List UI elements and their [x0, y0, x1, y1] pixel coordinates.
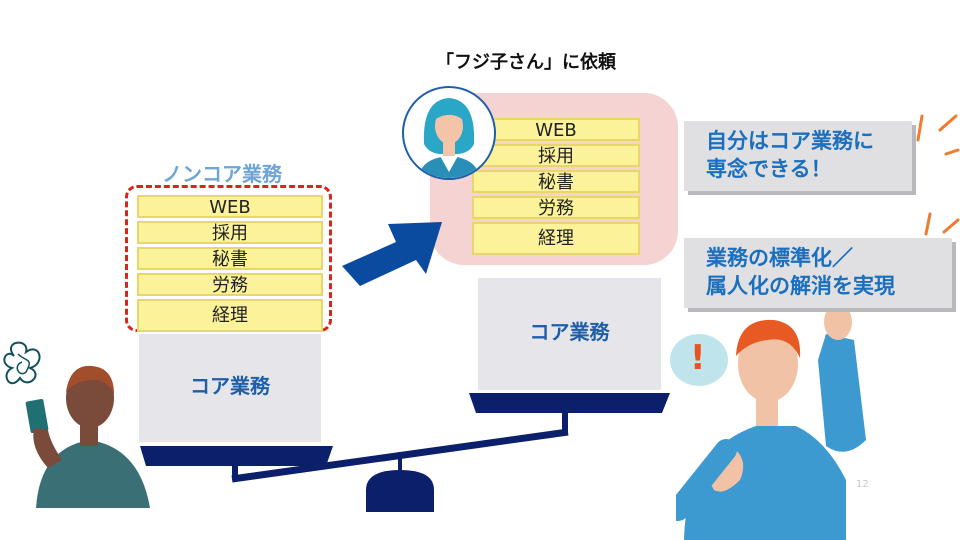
happy-person-icon	[676, 304, 866, 540]
callout-standard-line-2: 属人化の解消を実現	[706, 274, 895, 298]
core-block-right: コア業務	[478, 278, 661, 390]
callout-standard-line-1: 業務の標準化／	[706, 246, 853, 270]
exclamation-mark-icon: !	[690, 338, 706, 378]
noncore-label: ノンコア業務	[162, 162, 282, 186]
diagram-title: 「フジ子さん」に依頼	[436, 52, 616, 73]
page-number: 12	[856, 479, 869, 490]
callout-focus-core: 自分はコア業務に 専念できる！	[684, 121, 912, 191]
left-task-labor: 労務	[137, 273, 323, 296]
callout-standardization: 業務の標準化／ 属人化の解消を実現	[684, 238, 952, 308]
right-task-accounting: 経理	[472, 222, 640, 255]
left-task-accounting: 経理	[137, 299, 323, 332]
left-task-web: WEB	[137, 195, 323, 218]
right-task-recruiting: 採用	[472, 144, 640, 167]
core-block-left: コア業務	[139, 334, 321, 442]
right-task-web: WEB	[472, 118, 640, 141]
callout-focus-line-2: 専念できる！	[706, 157, 832, 181]
callout-focus-line-1: 自分はコア業務に	[706, 129, 874, 153]
left-task-recruiting: 採用	[137, 221, 323, 244]
emphasis-lines-icon	[916, 114, 960, 236]
right-task-stack: WEB 採用 秘書 労務 経理	[472, 118, 640, 255]
left-task-secretary: 秘書	[137, 247, 323, 270]
transfer-arrow-icon	[342, 222, 442, 286]
right-task-secretary: 秘書	[472, 170, 640, 193]
exclamation-bubble	[670, 334, 728, 386]
left-task-stack: WEB 採用 秘書 労務 経理	[137, 195, 323, 332]
stressed-person-icon	[3, 341, 150, 508]
fujiko-avatar-icon	[402, 86, 496, 180]
right-task-labor: 労務	[472, 196, 640, 219]
